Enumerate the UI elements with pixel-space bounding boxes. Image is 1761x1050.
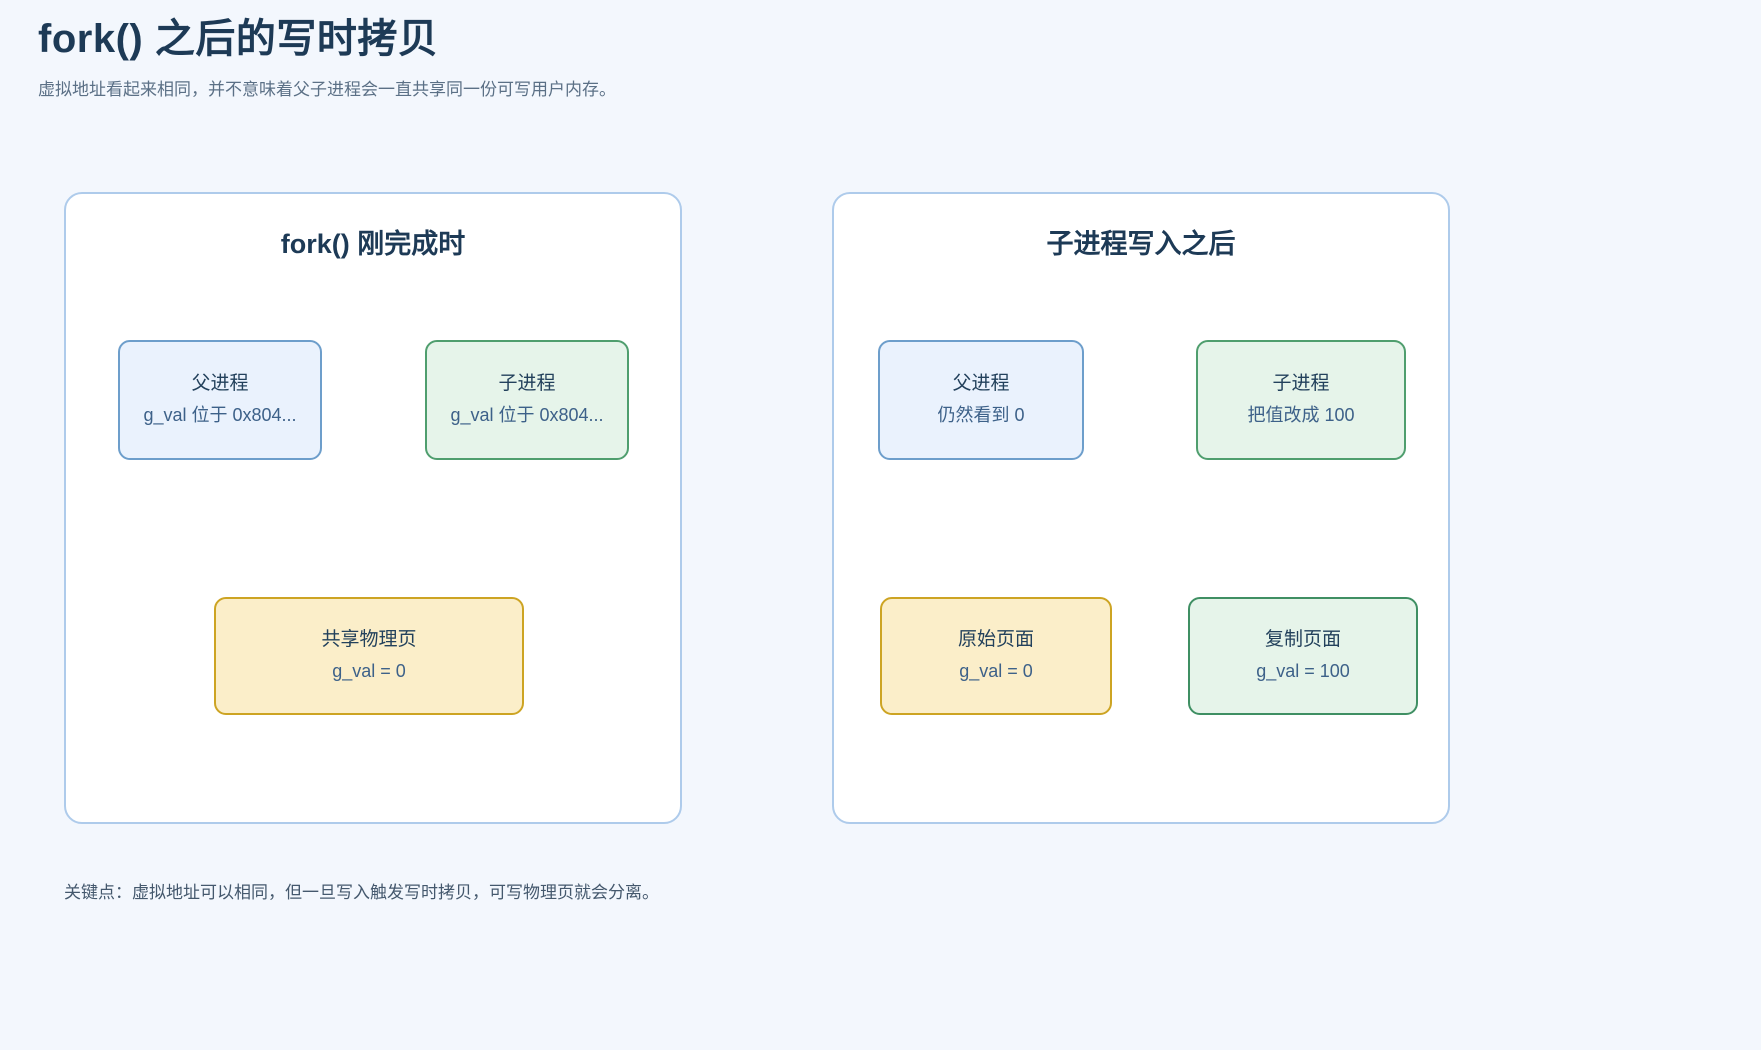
panel-before-write: fork() 刚完成时 — [64, 192, 682, 824]
footer-note: 关键点：虚拟地址可以相同，但一旦写入触发写时拷贝，可写物理页就会分离。 — [64, 883, 659, 902]
node-subtitle: g_val 位于 0x804... — [143, 404, 297, 425]
panels-container: fork() 刚完成时 父进程 g_val 位于 0x804... 子进程 g_… — [0, 192, 1761, 824]
node-title: 父进程 — [191, 373, 249, 395]
panel-title-after-write: 子进程写入之后 — [1046, 229, 1236, 259]
node-subtitle: g_val = 100 — [1256, 660, 1350, 681]
node-subtitle: g_val = 0 — [332, 660, 406, 681]
panel-after-write: 子进程写入之后 — [832, 192, 1450, 824]
node-subtitle: 把值改成 100 — [1247, 404, 1355, 425]
node-title: 共享物理页 — [321, 629, 417, 651]
node-title: 原始页面 — [957, 629, 1034, 651]
page-subtitle: 虚拟地址看起来相同，并不意味着父子进程会一直共享同一份可写用户内存。 — [38, 80, 616, 99]
node-subtitle: g_val = 0 — [959, 660, 1033, 681]
node-original-page[interactable]: 原始页面 g_val = 0 — [880, 597, 1112, 715]
node-child-process-after[interactable]: 子进程 把值改成 100 — [1196, 340, 1406, 460]
node-parent-process-before[interactable]: 父进程 g_val 位于 0x804... — [118, 340, 322, 460]
node-title: 子进程 — [1272, 373, 1330, 395]
node-title: 复制页面 — [1264, 629, 1341, 651]
node-parent-process-after[interactable]: 父进程 仍然看到 0 — [878, 340, 1084, 460]
node-title: 子进程 — [498, 373, 556, 395]
node-title: 父进程 — [952, 373, 1010, 395]
node-shared-physical-page[interactable]: 共享物理页 g_val = 0 — [214, 597, 524, 715]
panel-title-before-write: fork() 刚完成时 — [280, 229, 466, 259]
node-subtitle: 仍然看到 0 — [937, 404, 1025, 425]
page-header: fork() 之后的写时拷贝 虚拟地址看起来相同，并不意味着父子进程会一直共享同… — [38, 14, 1538, 102]
node-subtitle: g_val 位于 0x804... — [450, 404, 604, 425]
page-title: fork() 之后的写时拷贝 — [38, 17, 439, 61]
node-copied-page[interactable]: 复制页面 g_val = 100 — [1188, 597, 1418, 715]
node-child-process-before[interactable]: 子进程 g_val 位于 0x804... — [425, 340, 629, 460]
